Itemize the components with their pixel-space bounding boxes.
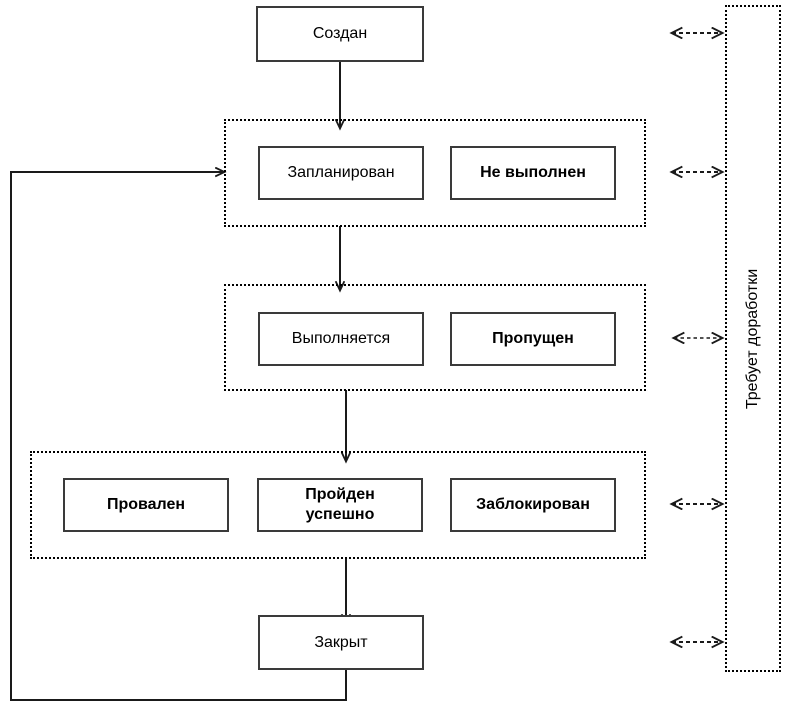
state-rework[interactable]: Требует доработки [725, 5, 781, 672]
state-in-progress-label: Выполняется [291, 330, 391, 348]
state-planned[interactable]: Запланирован [258, 146, 424, 200]
state-skipped-label: Пропущен [492, 330, 574, 348]
state-blocked-label: Заблокирован [476, 496, 590, 514]
state-not-executed[interactable]: Не выполнен [450, 146, 616, 200]
group-planned [224, 119, 646, 227]
group-execution [224, 284, 646, 391]
state-passed-label: Пройден успешно [305, 486, 375, 523]
state-failed-label: Провален [106, 496, 186, 514]
state-passed[interactable]: Пройден успешно [257, 478, 423, 532]
state-not-executed-label: Не выполнен [480, 164, 586, 182]
state-closed-label: Закрыт [314, 633, 368, 651]
state-skipped[interactable]: Пропущен [450, 312, 616, 366]
state-rework-label: Требует доработки [744, 268, 761, 409]
state-created-label: Создан [312, 25, 368, 43]
group-result [30, 451, 646, 559]
state-blocked[interactable]: Заблокирован [450, 478, 616, 532]
state-failed[interactable]: Провален [63, 478, 229, 532]
state-planned-label: Запланирован [287, 164, 395, 182]
state-created[interactable]: Создан [256, 6, 424, 62]
state-closed[interactable]: Закрыт [258, 615, 424, 670]
state-in-progress[interactable]: Выполняется [258, 312, 424, 366]
